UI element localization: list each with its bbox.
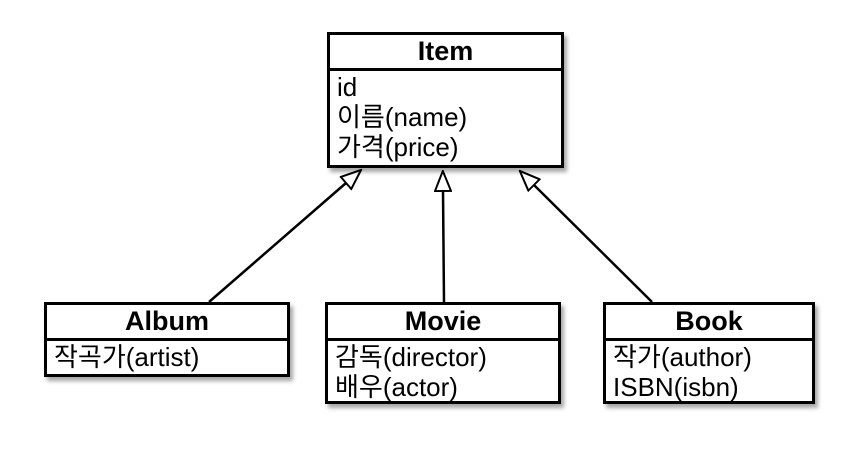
class-title-movie: Movie <box>328 305 558 341</box>
class-box-book: Book 작가(author) ISBN(isbn) <box>603 302 815 404</box>
attribute-item-id: id <box>337 72 358 102</box>
class-title-item: Item <box>330 35 561 71</box>
class-attributes-item: id 이름(name) 가격(price) <box>330 71 561 162</box>
attribute-item-price: 가격(price) <box>337 132 459 162</box>
class-title-album: Album <box>47 305 287 341</box>
attribute-movie-actor: 배우(actor) <box>335 372 458 402</box>
attribute-movie-director: 감독(director) <box>335 342 487 372</box>
class-attributes-album: 작곡가(artist) <box>47 341 287 372</box>
class-box-item: Item id 이름(name) 가격(price) <box>327 32 564 168</box>
generalization-edge-movie-to-item <box>443 191 444 303</box>
generalization-edge-album-to-item <box>208 183 346 303</box>
attribute-item-name: 이름(name) <box>337 102 468 132</box>
class-attributes-movie: 감독(director) 배우(actor) <box>328 341 558 402</box>
class-box-movie: Movie 감독(director) 배우(actor) <box>325 302 561 404</box>
class-box-album: Album 작곡가(artist) <box>44 302 290 377</box>
attribute-album-artist: 작곡가(artist) <box>54 342 200 372</box>
class-attributes-book: 작가(author) ISBN(isbn) <box>606 341 812 402</box>
attribute-book-author: 작가(author) <box>613 342 752 372</box>
class-title-book: Book <box>606 305 812 341</box>
attribute-book-isbn: ISBN(isbn) <box>613 372 739 402</box>
generalization-edge-book-to-item <box>534 185 653 303</box>
